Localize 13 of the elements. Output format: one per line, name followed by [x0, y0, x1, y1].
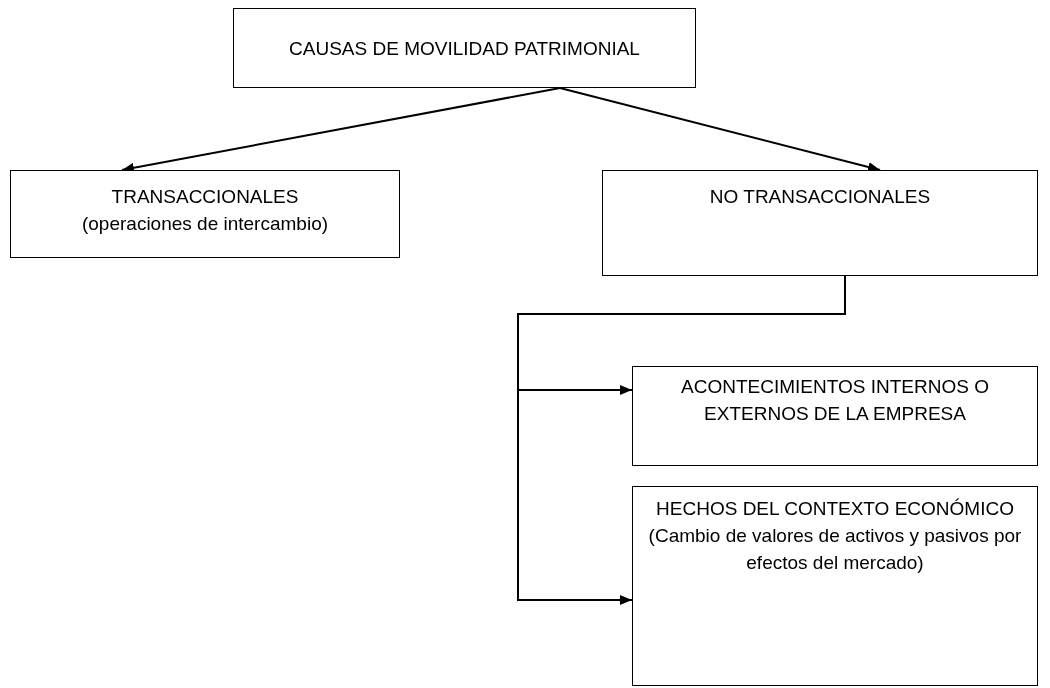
process-box [10, 170, 400, 258]
arrow [559, 87, 881, 172]
process-box [632, 366, 1038, 466]
box-description: (Cambio de valores de activos y pasivos por efectos del mercado) [647, 524, 1023, 575]
box-description: (operaciones de intercambio) [81, 212, 329, 236]
box-title: ACONTECIMIENTOS INTERNOS O EXTERNOS DE LA EMPRESA [680, 375, 990, 426]
box-title: NO TRANSACCIONALES [709, 185, 931, 209]
box-title: HECHOS DEL CONTEXTO ECONÓMICO [656, 497, 1014, 521]
process-box [602, 170, 1038, 276]
box-title: CAUSAS DE MOVILIDAD PATRIMONIAL [289, 37, 640, 61]
process-box [233, 8, 696, 88]
process-box [632, 486, 1038, 686]
box-title: TRANSACCIONALES [111, 185, 299, 209]
